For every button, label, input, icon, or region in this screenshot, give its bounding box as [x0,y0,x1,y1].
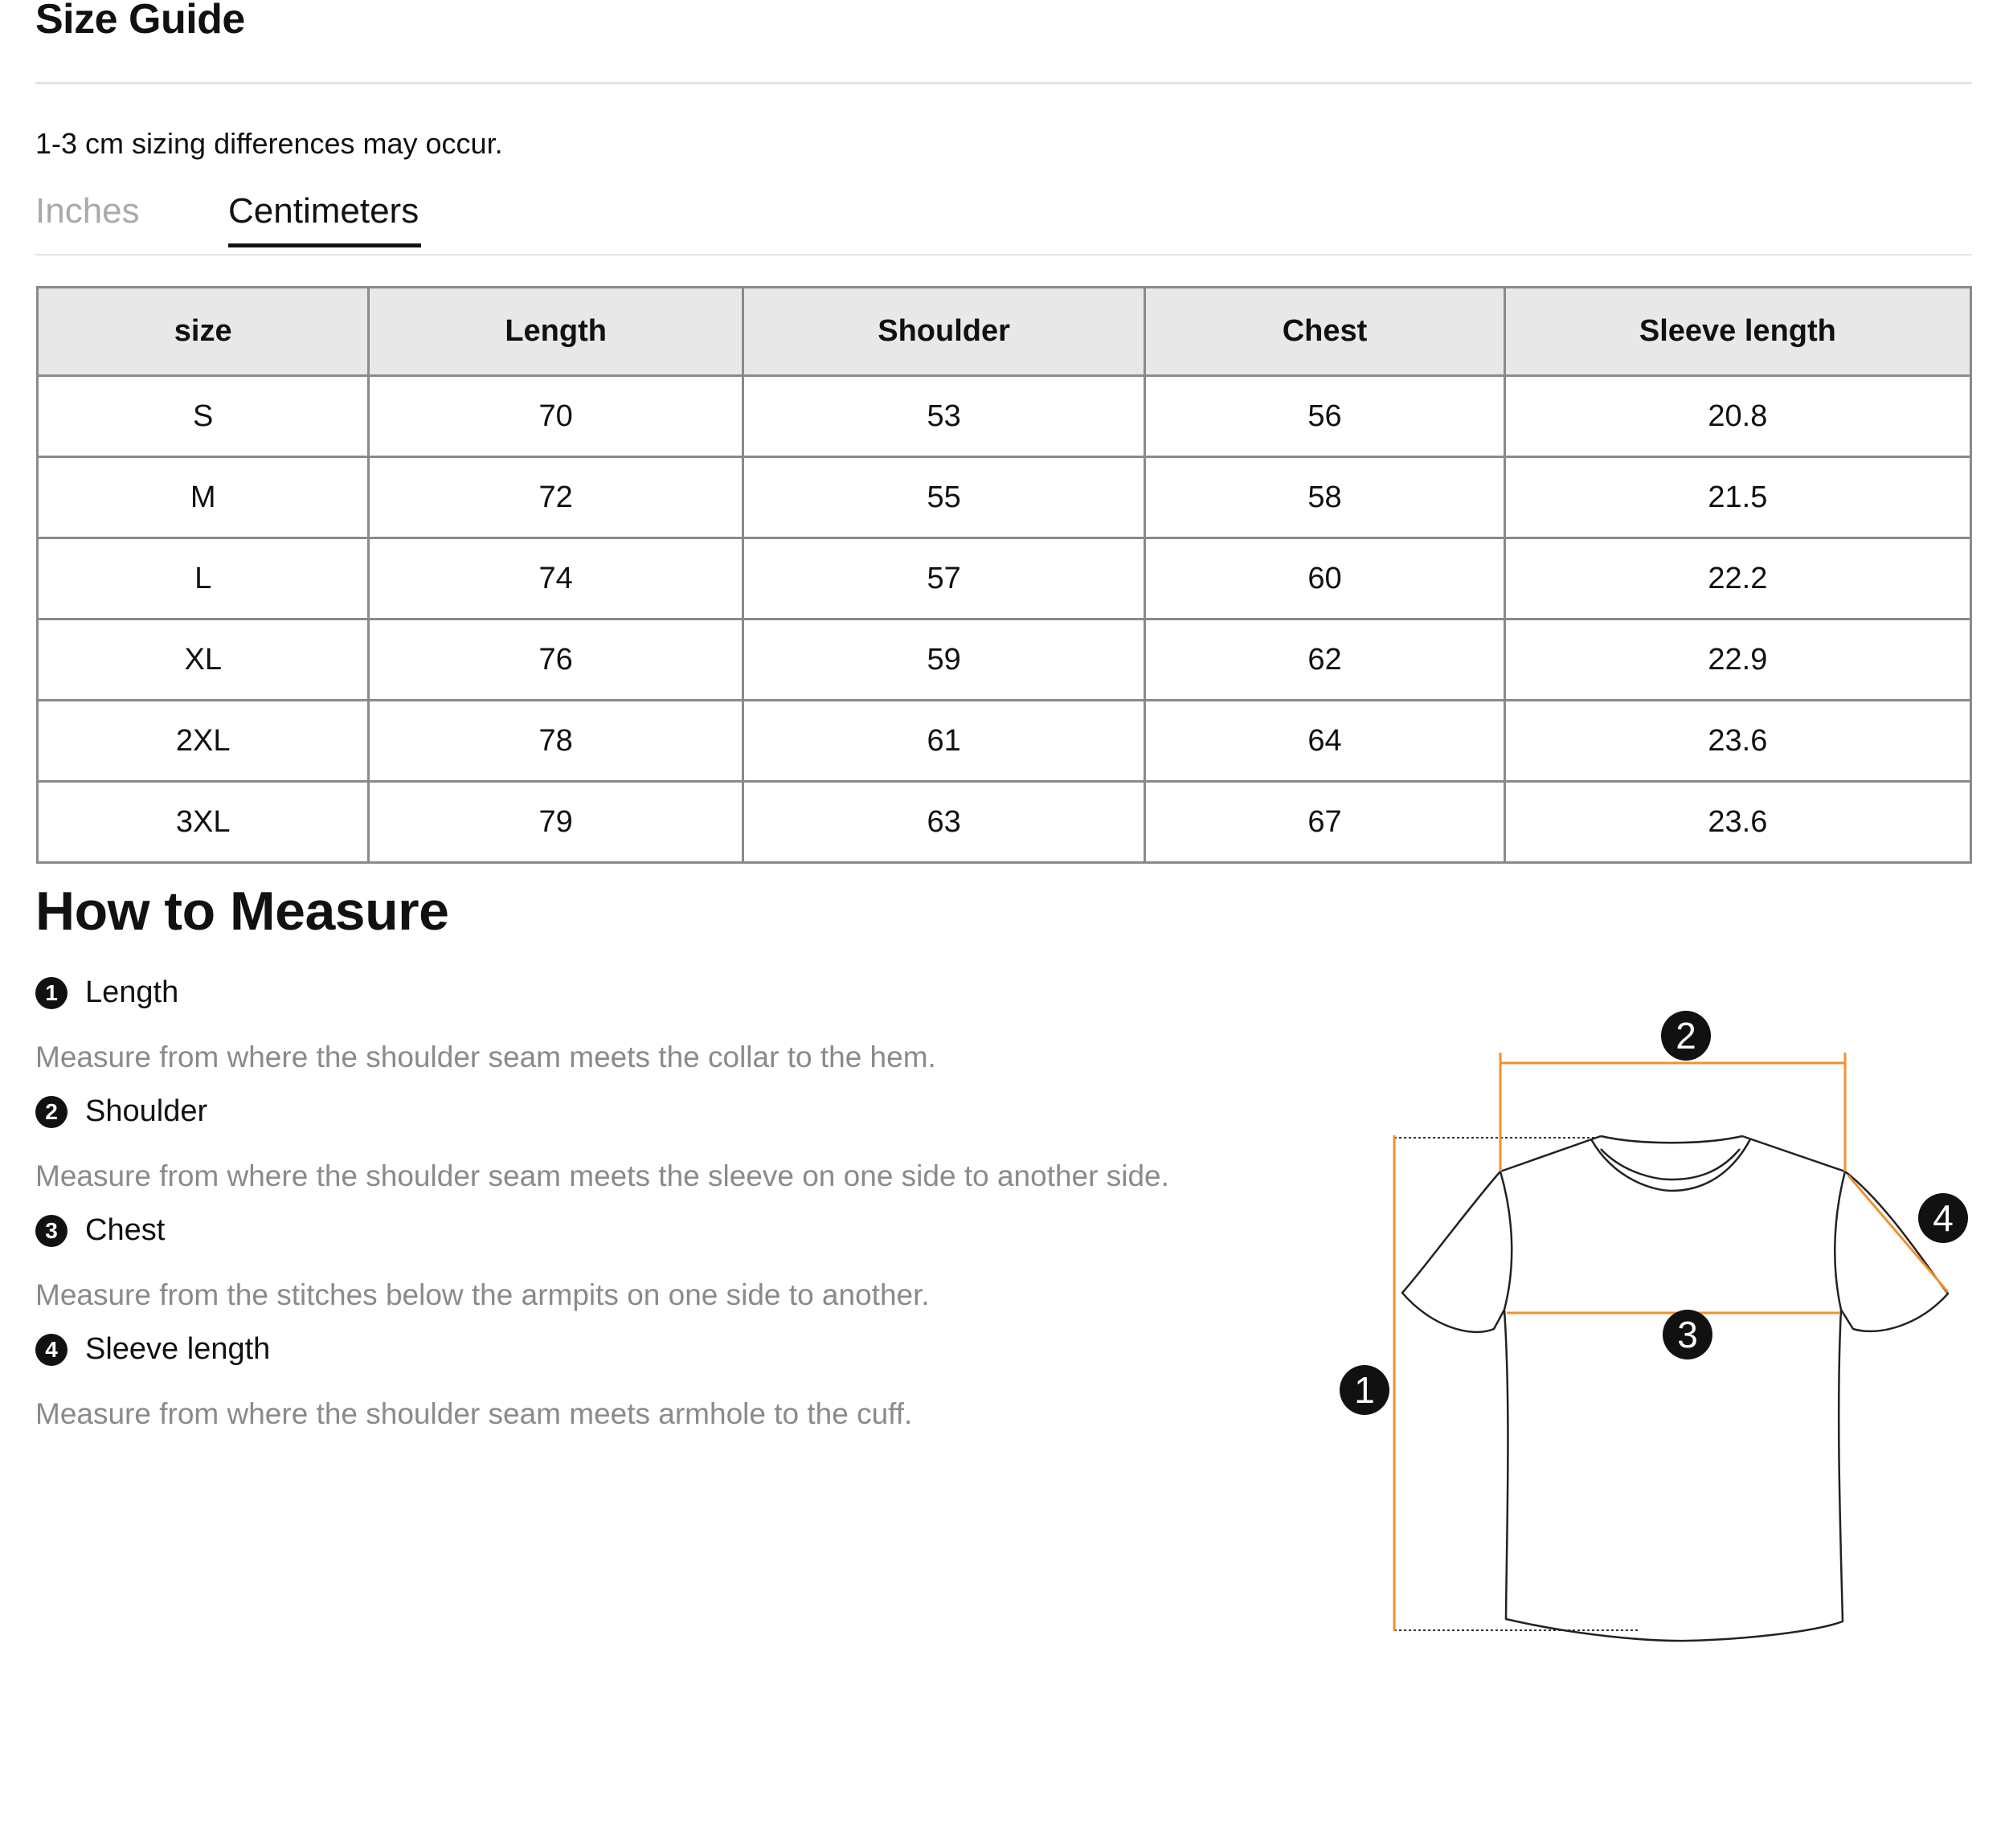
cell-length: 79 [367,780,744,864]
sizing-note: 1-3 cm sizing differences may occur. [35,127,503,160]
column-header-length: Length [367,286,744,377]
cell-sleeve-length: 20.8 [1503,374,1973,458]
page-title: Size Guide [35,0,245,43]
diagram-badge-1-icon: 1 [1340,1365,1389,1415]
cell-chest: 58 [1144,456,1506,539]
cell-shoulder: 59 [741,618,1147,701]
cell-size: 3XL [35,780,370,864]
cell-shoulder: 53 [741,374,1147,458]
measure-item-length: 1 Length Measure from where the shoulder… [35,975,936,1074]
cell-shoulder: 61 [741,699,1147,783]
table-row: L 74 57 60 22.2 [35,537,1973,620]
table-row: S 70 53 56 20.8 [35,374,1973,458]
table-row: 2XL 78 61 64 23.6 [35,699,1973,783]
cell-sleeve-length: 21.5 [1503,456,1973,539]
cell-sleeve-length: 22.9 [1503,618,1973,701]
measure-label: Sleeve length [85,1332,271,1366]
measure-description: Measure from where the shoulder seam mee… [35,1041,936,1073]
measure-label: Length [85,975,179,1009]
measure-description: Measure from the stitches below the armp… [35,1278,930,1311]
column-header-sleeve-length: Sleeve length [1503,286,1973,377]
cell-shoulder: 63 [741,780,1147,864]
diagram-badge-3-icon: 3 [1663,1310,1712,1359]
number-4-badge-icon: 4 [35,1333,68,1366]
header-divider [35,82,1972,84]
number-2-badge-icon: 2 [35,1095,68,1128]
column-header-chest: Chest [1144,286,1506,377]
measure-description: Measure from where the shoulder seam mee… [35,1397,913,1430]
tabs-divider [35,254,1972,256]
table-row: 3XL 79 63 67 23.6 [35,780,1973,864]
cell-size: S [35,374,370,458]
cell-length: 76 [367,618,744,701]
number-3-badge-icon: 3 [35,1214,68,1247]
cell-size: 2XL [35,699,370,783]
table-row: XL 76 59 62 22.9 [35,618,1973,701]
cell-size: M [35,456,370,539]
cell-length: 72 [367,456,744,539]
diagram-badge-4-icon: 4 [1918,1193,1968,1243]
cell-size: XL [35,618,370,701]
unit-tabs: Inches Centimeters [35,191,1972,256]
measure-item-chest: 3 Chest Measure from the stitches below … [35,1213,930,1312]
cell-size: L [35,537,370,620]
cell-chest: 60 [1144,537,1506,620]
table-header-row: size Length Shoulder Chest Sleeve length [35,286,1973,377]
cell-chest: 64 [1144,699,1506,783]
tab-centimeters[interactable]: Centimeters [228,191,422,247]
column-header-size: size [35,286,370,377]
cell-chest: 56 [1144,374,1506,458]
cell-sleeve-length: 23.6 [1503,699,1973,783]
table-row: M 72 55 58 21.5 [35,456,1973,539]
measure-label: Chest [85,1213,166,1247]
measure-item-sleeve-length: 4 Sleeve length Measure from where the s… [35,1332,912,1431]
cell-shoulder: 55 [741,456,1147,539]
column-header-shoulder: Shoulder [741,286,1147,377]
cell-length: 70 [367,374,744,458]
cell-length: 74 [367,537,744,620]
cell-shoulder: 57 [741,537,1147,620]
cell-chest: 67 [1144,780,1506,864]
size-table: size Length Shoulder Chest Sleeve length… [35,286,1973,864]
measure-item-shoulder: 2 Shoulder Measure from where the should… [35,1094,1169,1193]
measure-label: Shoulder [85,1094,208,1128]
measure-description: Measure from where the shoulder seam mee… [35,1159,1169,1192]
diagram-badge-2-icon: 2 [1661,1011,1711,1061]
cell-sleeve-length: 22.2 [1503,537,1973,620]
cell-length: 78 [367,699,744,783]
number-1-badge-icon: 1 [35,976,68,1009]
cell-chest: 62 [1144,618,1506,701]
tab-inches[interactable]: Inches [35,191,140,231]
cell-sleeve-length: 23.6 [1503,780,1973,864]
how-to-measure-title: How to Measure [35,881,449,942]
